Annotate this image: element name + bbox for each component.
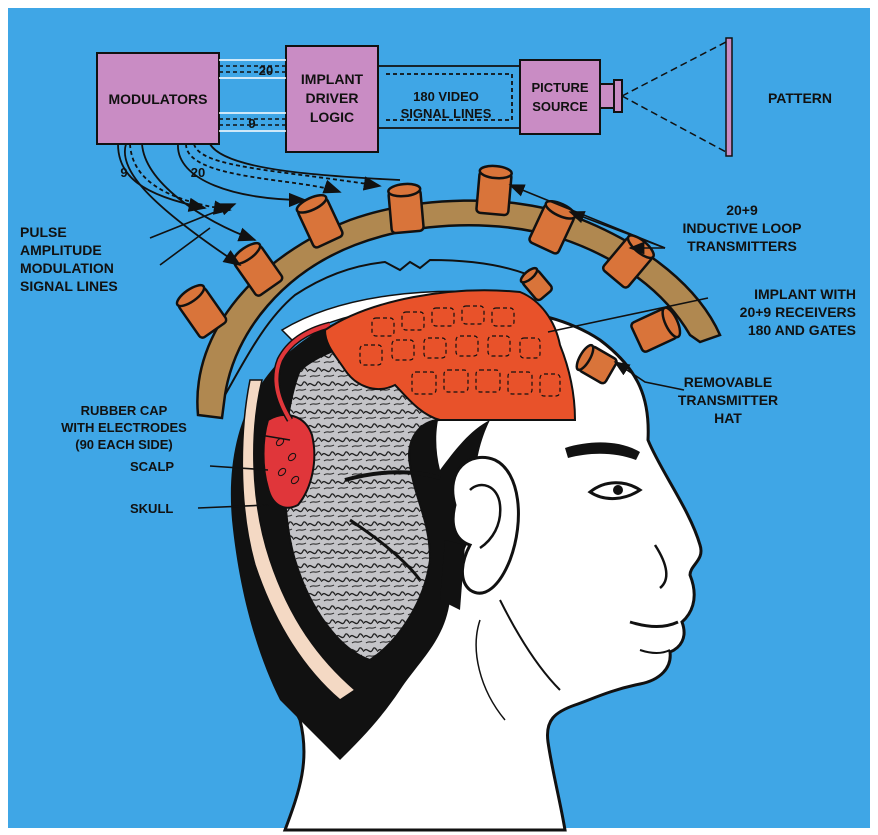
pam-label-2: AMPLITUDE [20,242,102,258]
hat-label-3: HAT [714,410,742,426]
bus-upper-count: 20 [259,63,273,78]
downlead-20-label: 20 [191,165,205,180]
picture-label-2: SOURCE [532,99,588,114]
transmitter-coil [476,165,512,216]
downlead-9-label: 9 [120,165,127,180]
implant-label-2: 20+9 RECEIVERS [740,304,856,320]
pam-label-4: SIGNAL LINES [20,278,118,294]
cap-label-2: WITH ELECTRODES [61,420,187,435]
implant-label-1: IMPLANT WITH [754,286,856,302]
modulators-label: MODULATORS [108,91,207,107]
implant-label-3: 180 AND GATES [748,322,856,338]
cap-label-3: (90 EACH SIDE) [75,437,173,452]
picture-source-block [520,60,600,134]
cap-label-1: RUBBER CAP [81,403,168,418]
bus-lower-count: 9 [248,116,255,131]
pam-label-1: PULSE [20,224,67,240]
video-label-1: 180 VIDEO [413,89,479,104]
scalp-label: SCALP [130,459,174,474]
driver-label-2: DRIVER [306,90,359,106]
pattern-label: PATTERN [768,90,832,106]
pattern-screen [726,38,732,156]
loop-label-1: 20+9 [726,202,758,218]
skull-label: SKULL [130,501,173,516]
camera-lens [600,84,614,108]
pam-label-3: MODULATION [20,260,114,276]
loop-label-2: INDUCTIVE LOOP [682,220,801,236]
loop-label-3: TRANSMITTERS [687,238,797,254]
hat-label-1: REMOVABLE [684,374,772,390]
video-label-2: SIGNAL LINES [401,106,492,121]
driver-label-3: LOGIC [310,109,354,125]
picture-label-1: PICTURE [531,80,588,95]
transmitter-coil [388,183,424,234]
driver-label-1: IMPLANT [301,71,364,87]
hat-label-2: TRANSMITTER [678,392,778,408]
